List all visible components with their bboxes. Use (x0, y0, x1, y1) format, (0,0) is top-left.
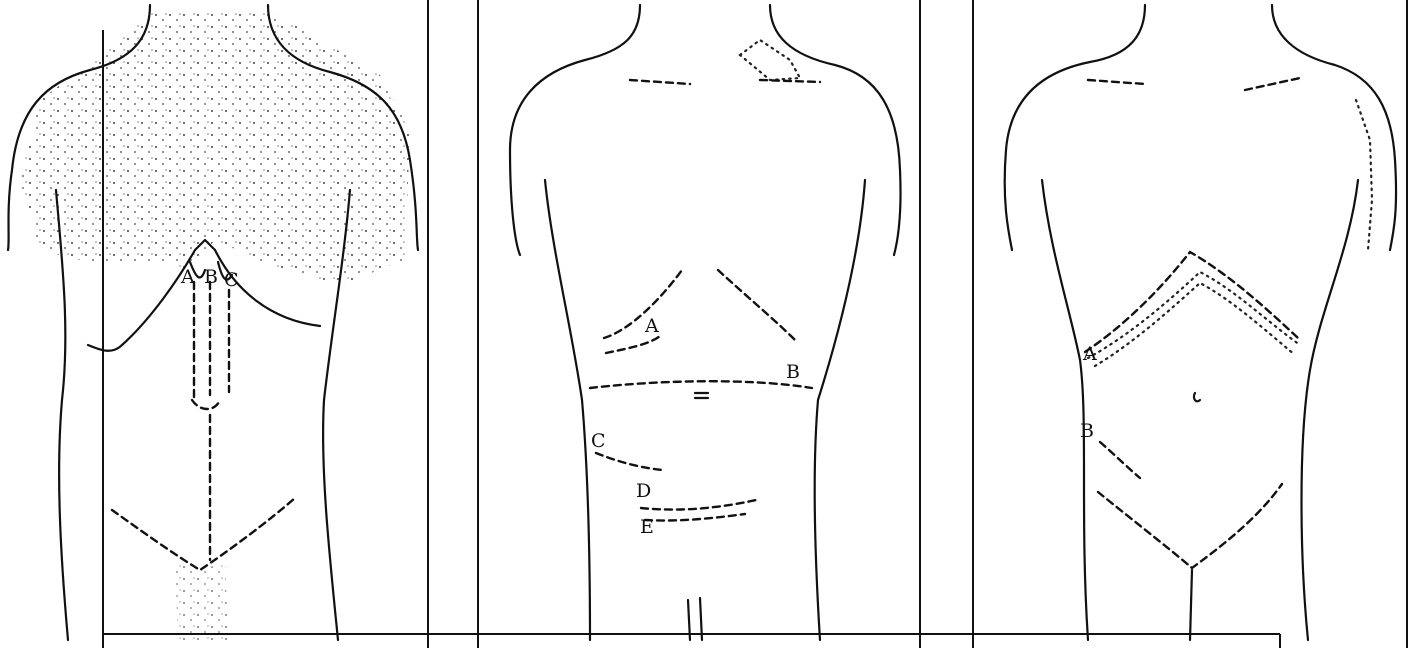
incision-d (641, 500, 756, 510)
incision-b (590, 381, 812, 388)
panel-2-label-e: E (640, 516, 654, 538)
body-outline (1005, 5, 1396, 640)
legs-gap (1190, 570, 1192, 640)
costal-dotted-inner (1095, 283, 1295, 366)
costal-dotted (1088, 272, 1300, 358)
panel-1-label-c: C (224, 269, 239, 291)
panel-2-label-c: C (591, 430, 606, 452)
inguinal-v (112, 498, 295, 570)
navel-mark (695, 393, 708, 398)
incision-b (1100, 442, 1140, 478)
panel-2: A B C D E (510, 5, 901, 640)
panel-1-label-a: A (180, 266, 195, 288)
panel-2-label-b: B (786, 361, 800, 383)
clavicle-left (1088, 80, 1145, 84)
incision-c (596, 453, 662, 470)
panel-2-label-a: A (644, 315, 659, 337)
incision-a (1085, 252, 1298, 352)
panel-3-label-b: B (1080, 420, 1094, 442)
incision-a-curve (192, 400, 220, 409)
incision-e (645, 514, 745, 521)
costal-right (718, 270, 795, 340)
panel-1-label-b: B (204, 266, 218, 288)
incision-a (606, 336, 660, 353)
panel-1: A B C (8, 5, 418, 640)
shaded-groin (175, 560, 228, 640)
clavicle-left (630, 80, 690, 84)
navel-mark (1194, 393, 1200, 401)
inguinal-v (1098, 484, 1282, 568)
shoulder-stipple-right (1356, 100, 1372, 250)
panel-3-label-a: A (1082, 343, 1097, 365)
costal-left (604, 270, 682, 338)
panel-2-label-d: D (636, 480, 651, 502)
panel-3: A B (1005, 5, 1396, 640)
clavicle-right (1245, 78, 1300, 90)
shaded-upper-region (20, 10, 410, 285)
body-outline (510, 5, 901, 640)
